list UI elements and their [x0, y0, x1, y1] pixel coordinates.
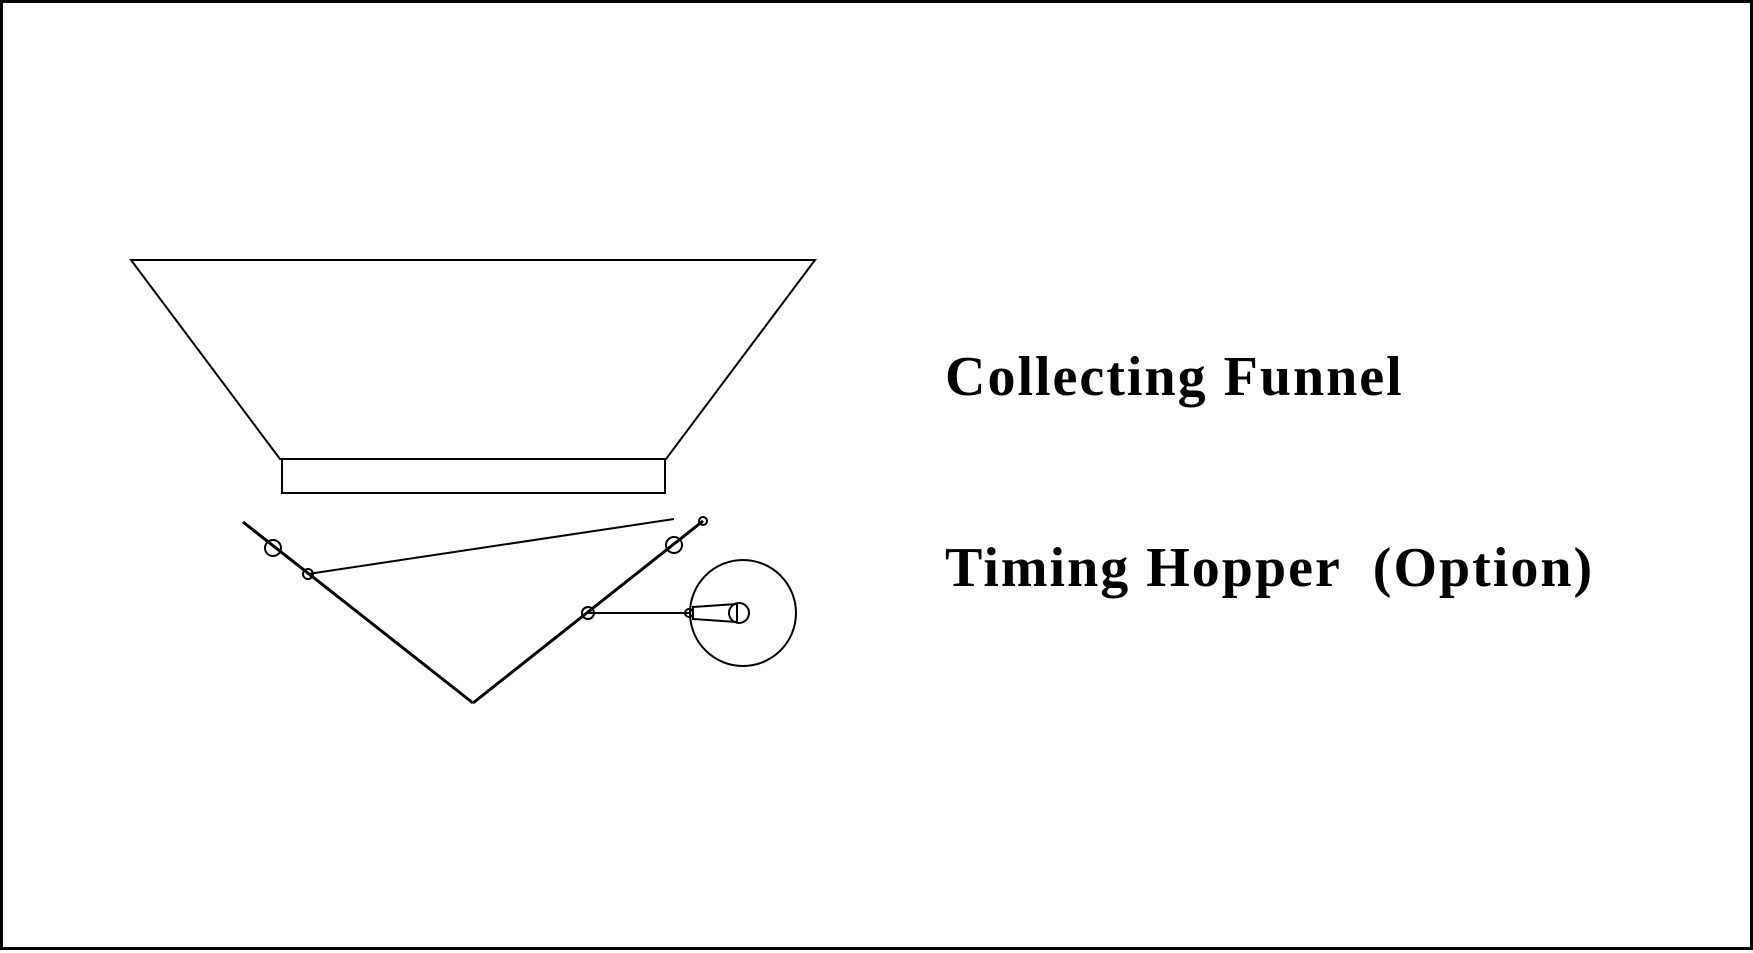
collecting-funnel-label: Collecting Funnel — [945, 346, 1404, 408]
pivot-right-lower — [581, 606, 595, 620]
pivot-right-upper — [665, 536, 683, 554]
funnel-spout — [281, 458, 666, 494]
pivot-right-tip — [698, 516, 708, 526]
funnel-hopper-diagram — [129, 259, 817, 705]
actuator-knob — [728, 602, 750, 624]
pivot-left-upper — [264, 539, 282, 557]
hopper-top-bar — [307, 518, 675, 575]
actuator-circle — [689, 559, 797, 667]
funnel-cone — [129, 259, 817, 460]
timing-hopper-label: Timing Hopper (Option) — [945, 537, 1595, 599]
timing-hopper-drawing — [242, 516, 797, 705]
hopper-left-wall — [242, 520, 474, 705]
pivot-left-lower — [302, 568, 314, 580]
collecting-funnel-drawing — [129, 259, 817, 494]
